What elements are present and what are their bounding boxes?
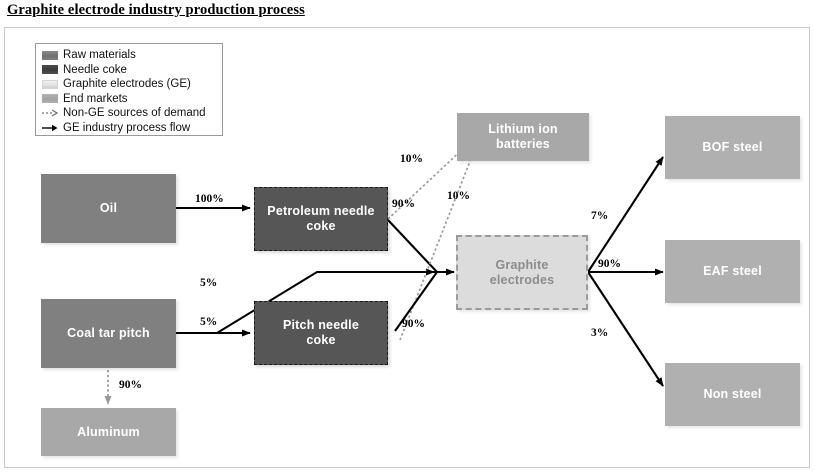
node-label: Graphite electrodes xyxy=(489,257,555,287)
edge-label-oil-to-petroleum-needle-coke: 100% xyxy=(195,193,224,205)
dotted-arrow-icon xyxy=(42,108,58,118)
legend-label: Raw materials xyxy=(63,49,136,62)
node-lithium-ion-batteries[interactable]: Lithium ion batteries xyxy=(457,113,589,161)
edge-label-petroleum-needle-coke-to-lithium-ion-batteries: 10% xyxy=(400,153,423,165)
node-label: Coal tar pitch xyxy=(67,326,150,340)
node-label: Petroleum needle coke xyxy=(267,204,375,233)
node-coal-tar-pitch[interactable]: Coal tar pitch xyxy=(41,299,176,368)
node-label: Lithium ion batteries xyxy=(488,122,558,151)
legend-item-graphite-electrodes: Graphite electrodes (GE) xyxy=(40,77,222,92)
edge-label-pitch-needle-coke-to-graphite-electrodes: 90% xyxy=(402,318,425,330)
edge-label-coal-tar-pitch-to-graphite-electrodes: 5% xyxy=(200,277,218,289)
legend-label: Needle coke xyxy=(63,63,127,76)
node-label: Oil xyxy=(99,201,118,215)
node-aluminum[interactable]: Aluminum xyxy=(41,408,176,456)
needle-coke-swatch xyxy=(42,65,58,75)
legend-label: Non-GE sources of demand xyxy=(63,107,206,120)
legend-item-raw-materials: Raw materials xyxy=(40,48,222,63)
edge-label-graphite-electrodes-to-bof-steel: 7% xyxy=(591,210,609,222)
legend-label: End markets xyxy=(63,92,128,105)
solid-arrow-icon xyxy=(42,123,58,133)
node-label: BOF steel xyxy=(702,140,763,154)
legend-item-end-markets: End markets xyxy=(40,92,222,107)
legend-label: Graphite electrodes (GE) xyxy=(63,78,191,91)
node-label: Aluminum xyxy=(77,424,140,439)
legend-item-ge-process-flow: GE industry process flow xyxy=(40,121,222,136)
node-pitch-needle-coke[interactable]: Pitch needle coke xyxy=(254,301,388,365)
node-non-steel[interactable]: Non steel xyxy=(665,363,800,426)
node-label: EAF steel xyxy=(703,264,762,278)
legend-label: GE industry process flow xyxy=(63,121,191,134)
edge-label-coal-tar-pitch-to-aluminum: 90% xyxy=(119,379,142,391)
node-graphite-electrodes[interactable]: Graphite electrodes xyxy=(456,235,588,310)
edge-label-graphite-electrodes-to-non-steel: 3% xyxy=(591,327,609,339)
graphite-electrodes-swatch xyxy=(42,79,58,89)
raw-materials-swatch xyxy=(42,50,58,60)
legend: Raw materials Needle coke Graphite elect… xyxy=(35,43,223,136)
page-title: Graphite electrode industry production p… xyxy=(7,2,305,18)
edge-label-coal-tar-pitch-to-pitch-needle-coke: 5% xyxy=(200,316,218,328)
legend-item-needle-coke: Needle coke xyxy=(40,63,222,78)
end-markets-swatch xyxy=(42,94,58,104)
edge-label-pitch-needle-coke-to-lithium-ion-batteries: 10% xyxy=(447,190,470,202)
node-label: Pitch needle coke xyxy=(282,318,360,347)
legend-item-non-ge-demand: Non-GE sources of demand xyxy=(40,106,222,121)
node-petroleum-needle-coke[interactable]: Petroleum needle coke xyxy=(254,187,388,251)
node-label: Non steel xyxy=(703,387,762,401)
node-bof-steel[interactable]: BOF steel xyxy=(665,116,800,179)
edge-label-graphite-electrodes-to-eaf-steel: 90% xyxy=(598,258,621,270)
node-oil[interactable]: Oil xyxy=(41,174,176,243)
node-eaf-steel[interactable]: EAF steel xyxy=(665,240,800,303)
edge-label-petroleum-needle-coke-to-graphite-electrodes: 90% xyxy=(392,198,415,210)
